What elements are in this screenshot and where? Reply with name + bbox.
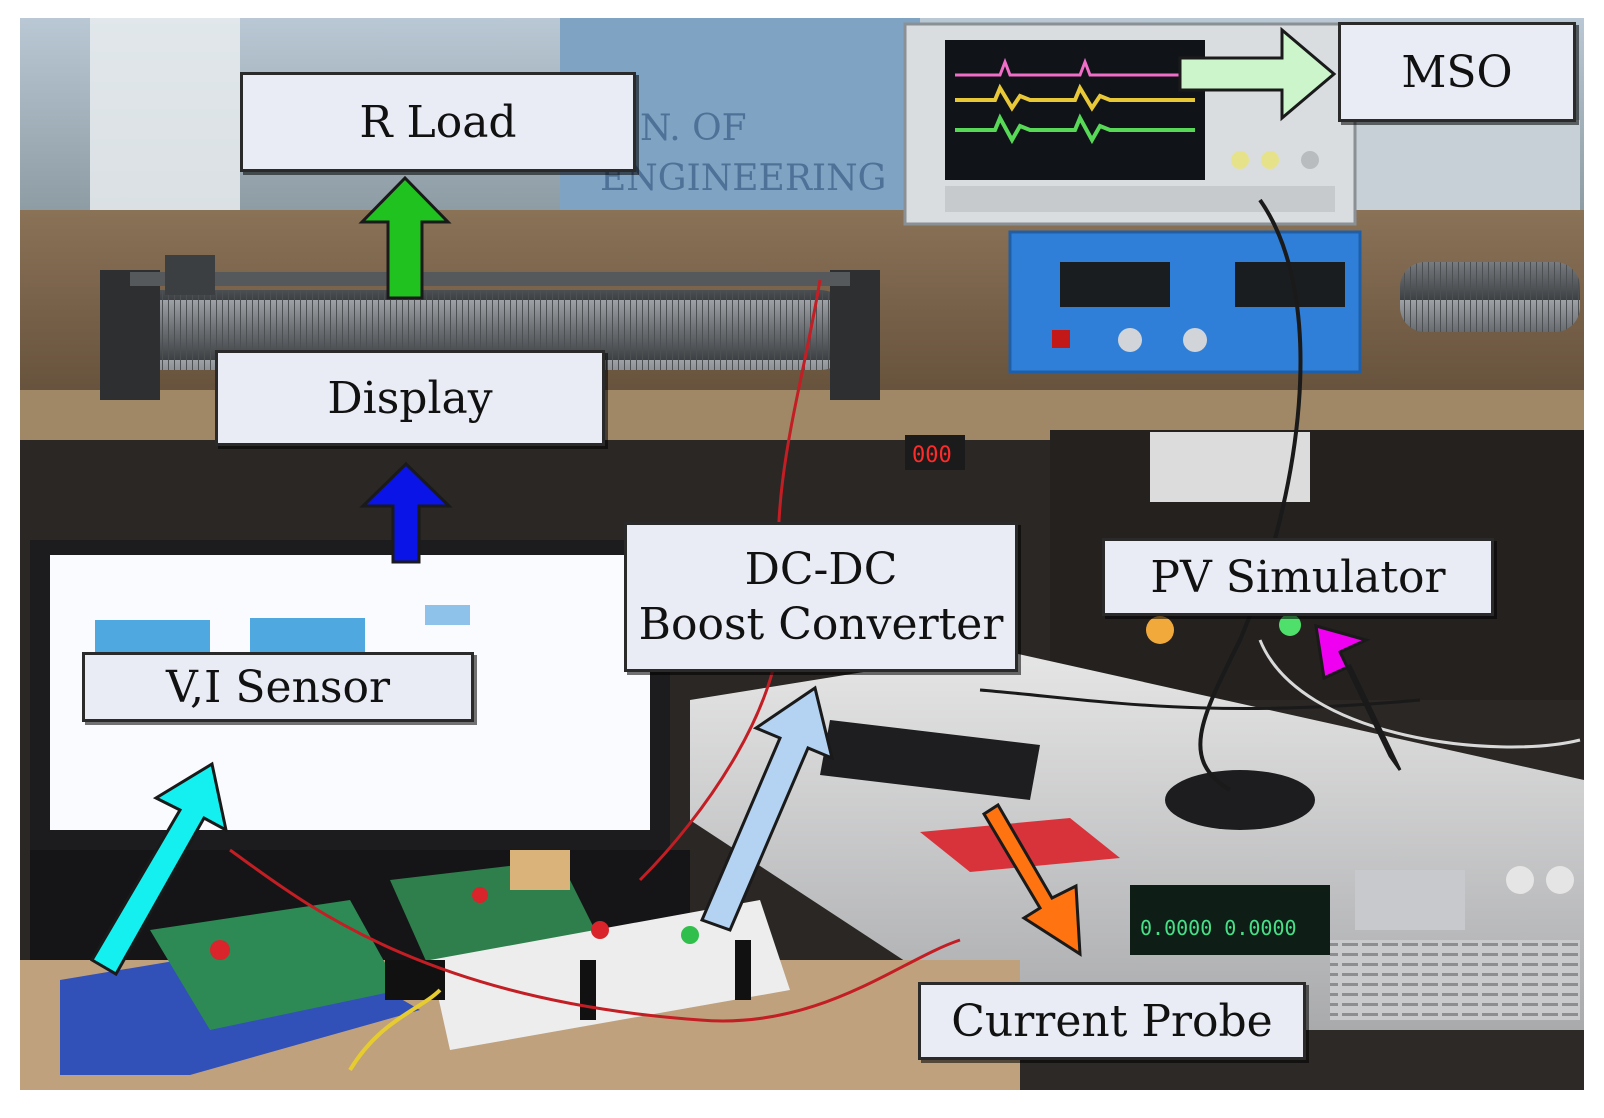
up-arrow-display <box>359 461 453 564</box>
supply-knob <box>1183 328 1207 352</box>
sensor-board <box>150 900 400 1030</box>
green-terminal <box>681 926 699 944</box>
window-pane <box>1330 120 1580 220</box>
diagonal-arrow-dcdc-converter <box>699 685 835 932</box>
pv-buttons <box>1355 870 1465 930</box>
label-vi-sensor-text: V,I Sensor <box>165 661 391 713</box>
wall-sign-text: N. OF <box>640 108 747 149</box>
label-pv-simulator: PV Simulator <box>1102 538 1494 616</box>
supply-display <box>1060 262 1170 307</box>
waveform-pink <box>955 57 1195 77</box>
scope-front-panel <box>945 186 1335 212</box>
label-dcdc-line1: DC-DC <box>744 544 898 595</box>
scope-knob <box>1231 151 1249 169</box>
supply-switch <box>1052 330 1070 348</box>
oscilloscope-screen <box>945 40 1205 180</box>
label-r-load-text: R Load <box>359 96 517 148</box>
mouse <box>1165 770 1315 830</box>
scope-knob <box>1261 151 1279 169</box>
red-terminal <box>591 921 609 939</box>
red-terminal <box>472 887 488 903</box>
label-display: Display <box>215 350 605 446</box>
screen-widget <box>425 605 470 625</box>
amber-indicator <box>1146 616 1174 644</box>
black-cable <box>979 688 1421 711</box>
breadboard <box>430 900 790 1050</box>
pv-vents <box>1330 940 1580 1020</box>
label-mso-text: MSO <box>1401 46 1513 98</box>
red-terminal <box>210 940 230 960</box>
pv-knob <box>1506 866 1534 894</box>
led-meter <box>905 435 965 470</box>
label-r-load: R Load <box>240 72 636 172</box>
rheostat-slider <box>165 255 215 295</box>
red-cable <box>229 848 961 1023</box>
label-mso: MSO <box>1338 22 1576 122</box>
diagonal-arrow-vi-sensor <box>89 761 229 977</box>
yellow-cable <box>348 988 442 1072</box>
supply-knob <box>1118 328 1142 352</box>
up-arrow-r-load <box>358 175 452 300</box>
black-post <box>580 960 596 1020</box>
curtain <box>90 18 240 218</box>
current-probe-body <box>820 720 1040 800</box>
label-current-probe-text: Current Probe <box>951 995 1273 1047</box>
white-cable <box>1258 639 1581 749</box>
waveform-yellow <box>955 83 1195 112</box>
breaker-panel <box>1150 432 1310 502</box>
rheostat-rail <box>130 272 850 286</box>
pv-knob <box>1546 866 1574 894</box>
pv-display <box>1130 885 1330 955</box>
label-display-text: Display <box>327 372 493 424</box>
scope-knob <box>1301 151 1319 169</box>
diagonal-arrow-current-probe <box>981 802 1082 957</box>
green-indicator <box>1279 614 1301 636</box>
inductor <box>510 850 570 890</box>
rheostat-end <box>830 270 880 400</box>
wall-sign-text: ENGINEERING <box>600 158 886 199</box>
right-arrow-mso <box>1178 26 1337 122</box>
label-dcdc-line2: Boost Converter <box>638 599 1004 650</box>
label-vi-sensor: V,I Sensor <box>82 652 474 722</box>
rheostat-coil <box>1400 262 1580 332</box>
label-pv-simulator-text: PV Simulator <box>1150 551 1446 603</box>
label-current-probe: Current Probe <box>918 982 1306 1060</box>
black-post <box>735 940 751 1000</box>
pv-display-digits: 0.0000 0.0000 <box>1140 916 1297 940</box>
rheostat-end <box>100 270 160 400</box>
diagonal-arrow-pv-simulator <box>1314 623 1402 771</box>
waveform-green <box>955 113 1195 145</box>
led-meter-readout: 000 <box>912 443 952 468</box>
label-dcdc-boost-converter: DC-DC Boost Converter <box>624 522 1018 672</box>
